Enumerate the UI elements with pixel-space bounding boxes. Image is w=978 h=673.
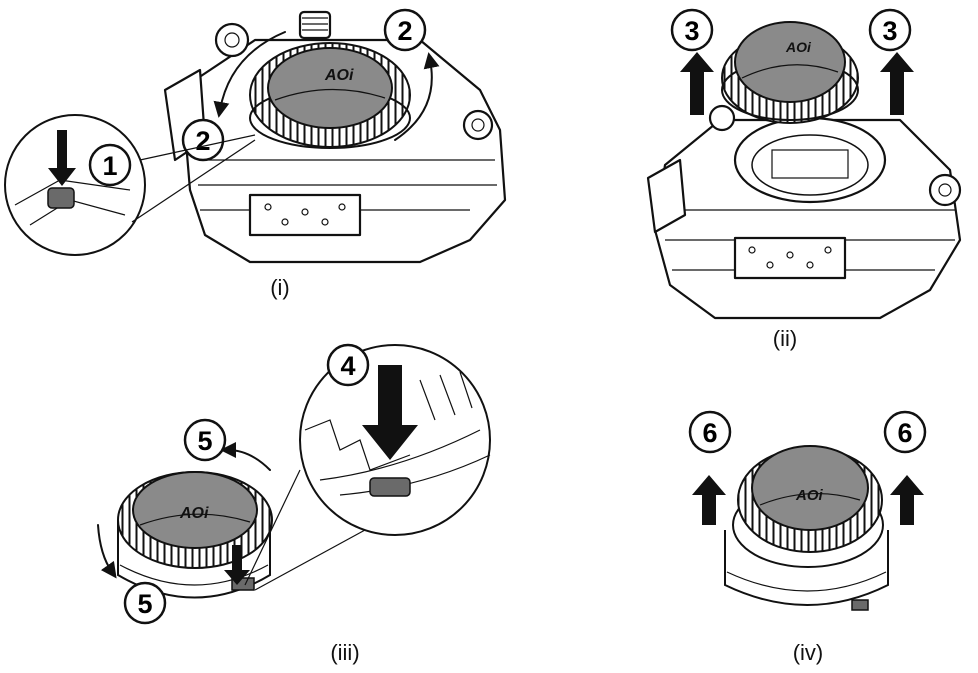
panel-iii: AOi 5 5 4 (iii: [97, 343, 491, 665]
cap-separating-from-ring: AOi: [724, 445, 889, 611]
cap-logo-iii: AOi: [179, 505, 209, 522]
press-arrow: [48, 130, 76, 186]
panel-caption-iii: (iii): [330, 640, 359, 665]
cap-logo-iv: AOi: [795, 487, 824, 504]
svg-text:1: 1: [102, 151, 117, 181]
step-1-label: 1: [88, 143, 132, 187]
push-arrow-large: [362, 365, 418, 460]
panel-caption-ii: (ii): [773, 326, 797, 351]
zoom-callout-release: 4: [244, 343, 491, 591]
svg-text:4: 4: [340, 351, 355, 381]
lift-arrow-left: [680, 52, 714, 115]
svg-text:6: 6: [897, 418, 912, 448]
step-6-label-right: 6: [883, 410, 927, 454]
housing-body-open: [646, 104, 962, 320]
panel-caption-i: (i): [270, 275, 290, 300]
port-cap: AOi: [249, 42, 411, 149]
step-5-label-bottom: 5: [123, 581, 167, 625]
step-2-label-left: 2: [181, 118, 225, 162]
lift-arrow-right: [880, 52, 914, 115]
step-4-label: 4: [326, 343, 370, 387]
rotate-arrow-right: [394, 52, 440, 141]
svg-text:3: 3: [684, 16, 699, 46]
push-arrow-small: [224, 545, 250, 585]
zoom-callout-lock: 1: [4, 114, 256, 256]
panel-ii: AOi 3 3 (ii): [646, 8, 962, 351]
svg-text:2: 2: [195, 126, 210, 156]
step-3-label-left: 3: [670, 8, 714, 52]
step-5-label-top: 5: [183, 418, 227, 462]
rotate-arrow-left: [97, 524, 117, 579]
panel-iv: AOi 6 6 (iv): [688, 410, 927, 665]
cap-logo: AOi: [324, 67, 354, 84]
svg-text:3: 3: [882, 16, 897, 46]
front-plate: [248, 193, 362, 237]
cap-and-ring: AOi: [117, 471, 273, 599]
lifted-port-cap: AOi: [721, 21, 859, 124]
step-3-label-right: 3: [868, 8, 912, 52]
lift-arrow-right-iv: [890, 475, 924, 525]
right-knob: [462, 109, 494, 141]
panel-i: AOi 2 2 1: [4, 8, 507, 300]
svg-text:6: 6: [702, 418, 717, 448]
cap-logo-ii: AOi: [785, 39, 812, 55]
svg-text:5: 5: [197, 426, 212, 456]
lift-arrow-left-iv: [692, 475, 726, 525]
rotate-arrow-left: [213, 31, 286, 118]
svg-text:5: 5: [137, 589, 152, 619]
step-6-label-left: 6: [688, 410, 732, 454]
step-2-label-top: 2: [383, 8, 427, 52]
top-knob: [214, 10, 332, 58]
svg-text:2: 2: [397, 16, 412, 46]
panel-caption-iv: (iv): [793, 640, 824, 665]
rotate-arrow-top: [220, 442, 271, 471]
